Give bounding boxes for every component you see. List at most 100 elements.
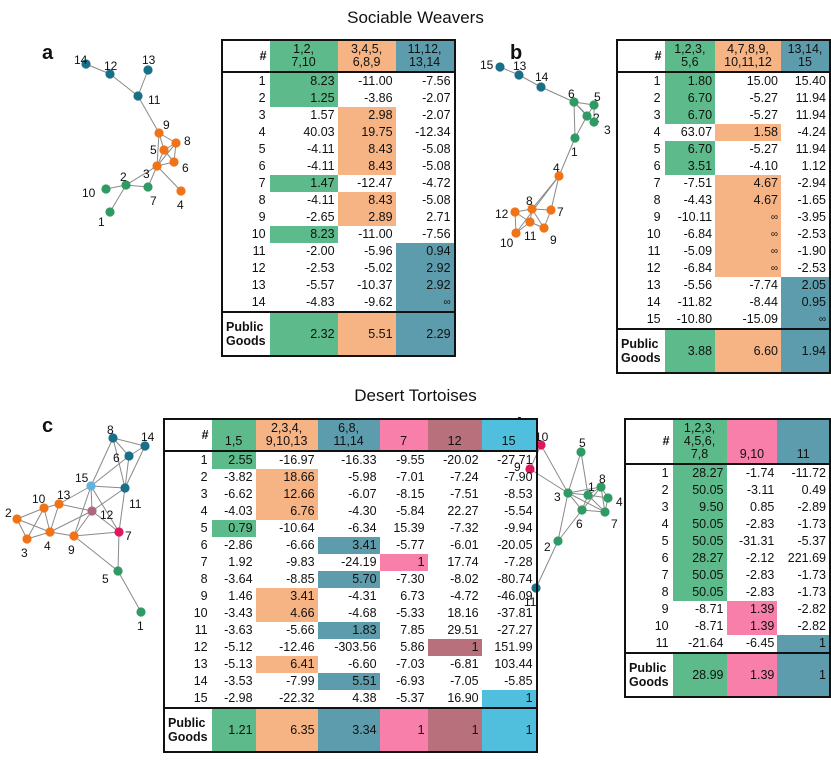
table-cell: -2.65 [306,210,335,224]
table-cell: ∞ [780,311,830,329]
table-cell: 50.05 [672,516,727,533]
table-cell: -11.82 [677,295,713,309]
row-label: 3 [653,108,661,122]
table-cell: -5.37 [797,534,827,548]
table-cell: -4.11 [307,159,335,173]
table-cell: -7.24 [450,470,479,484]
table-cell: -5.54 [504,504,533,518]
table-cell: -9.94 [504,521,533,535]
column-header: 13,14,15 [780,40,830,73]
network-node-label: 14 [74,53,88,67]
row-label: 13 [251,278,266,292]
table-cell: -4.68 [348,606,377,620]
network-node [176,186,186,196]
network-node-label: 14 [141,430,155,444]
header-hash: # [164,419,212,452]
network-node [511,228,521,238]
network-node-label: 4 [553,161,560,175]
table-cell: -5.37 [396,691,425,705]
table-cell: 1.92 [228,555,253,569]
row-label: 11 [655,636,669,650]
table-cell: -11.72 [791,466,826,480]
row-label: 14 [251,295,266,309]
network-node [69,531,79,541]
network-edge [109,73,139,97]
table-cell: -6.84 [683,227,713,241]
table-cell: 19.75 [337,124,396,141]
table-cell: -7.30 [396,572,425,586]
table-cell: -8.53 [504,487,533,501]
public-goods-cell: 2.29 [395,311,455,356]
table-cell: -1.73 [797,585,827,599]
network-edge [124,455,130,489]
table-cell: 1.47 [269,175,338,192]
public-goods-cell: 2.32 [269,311,338,356]
table-cell: -2.86 [224,538,253,552]
network-node [133,91,143,101]
network-node [539,223,549,233]
row-label: 3 [200,487,208,501]
column-header: 1,5 [211,419,256,452]
public-goods-cell: 6.60 [715,328,781,373]
table-cell: 1 [481,690,537,708]
table-cell: -6.34 [348,521,377,535]
table-cell: 2.92 [395,260,455,277]
column-header: 1,2,3,4,5,6,7,8 [672,419,727,465]
table-cell: 15.00 [746,74,778,88]
column-header: 7 [379,419,428,452]
table-cell: -2.07 [422,108,451,122]
row-label: 9 [661,602,669,616]
network-node-label: 15 [480,58,494,72]
table-cell: 2.55 [211,451,256,469]
row-label: 7 [653,176,661,190]
table-cell: -80.74 [497,572,533,586]
network-node-label: 13 [513,59,527,73]
public-goods-cell: 6.35 [255,707,318,752]
network-edge [567,492,606,513]
network-edge [573,101,576,139]
table-row: 10-6.84∞-2.53 [617,226,830,243]
table-cell: -8.85 [286,572,315,586]
row-label: 7 [661,568,669,582]
network-edge [125,165,158,186]
table-cell: 18.66 [255,469,318,486]
row-label: 4 [200,504,208,518]
table-cell: -2.82 [797,619,827,633]
network-node [576,447,586,457]
network-node [140,441,150,451]
table-cell: -16.33 [341,453,377,467]
public-goods-cell: 3.34 [317,707,380,752]
network-node [45,527,55,537]
table-cell: 221.69 [787,551,826,565]
network-node-label: 7 [125,529,132,543]
table-cell: -5.98 [348,470,377,484]
network-node [514,70,524,80]
table-cell: -8.71 [695,619,724,633]
table-cell: -2.83 [745,568,775,582]
row-label: 5 [653,142,661,156]
network-edge [90,455,130,487]
table-cell: -12.34 [415,125,451,139]
network-edge [557,509,583,542]
table-cell: 18.16 [447,606,479,620]
table-cell: -7.56 [422,74,451,88]
table-cell: -4.43 [683,193,713,207]
network-node-label: 12 [100,508,114,522]
network-node [54,499,64,509]
row-label: 9 [200,589,208,603]
table-cell: 6.76 [255,503,318,520]
network-node [152,161,162,171]
